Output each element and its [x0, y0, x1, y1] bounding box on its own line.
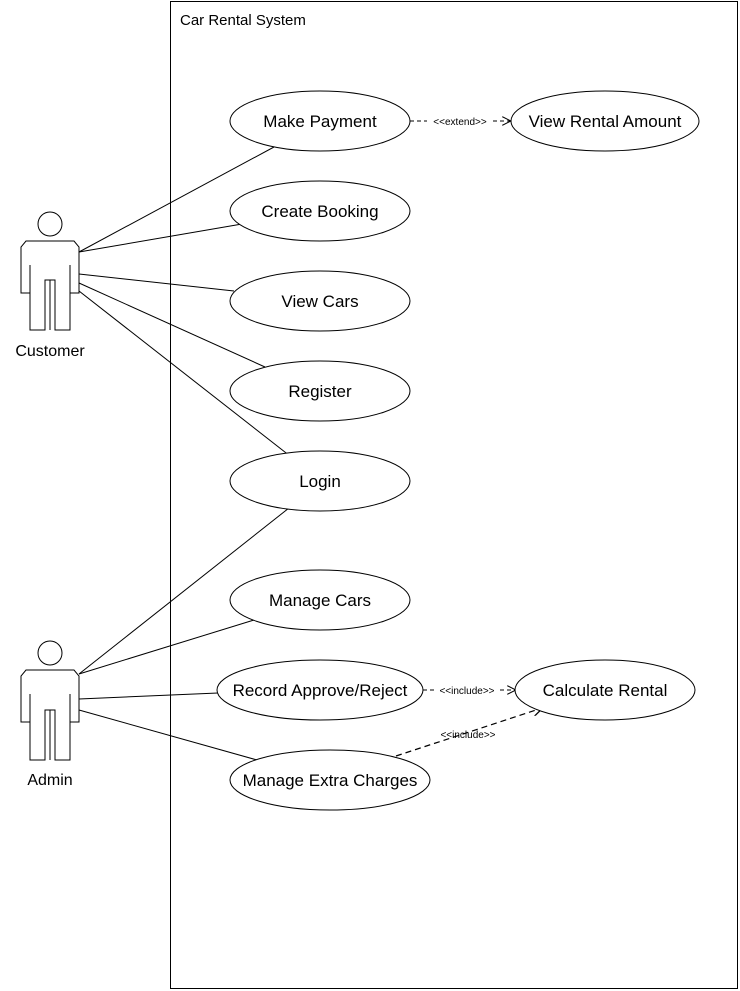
- admin-associations: [78, 507, 290, 761]
- assoc-customer-view-cars: [78, 273, 235, 292]
- system-title: Car Rental System: [180, 12, 306, 29]
- use-case-view-cars[interactable]: View Cars: [229, 270, 411, 332]
- customer-associations: [78, 146, 291, 457]
- use-case-register[interactable]: Register: [229, 360, 411, 422]
- actor-admin-label: Admin: [27, 772, 72, 789]
- use-case-label: View Rental Amount: [529, 112, 682, 131]
- use-case-login[interactable]: Login: [229, 450, 411, 512]
- use-case-label: Manage Extra Charges: [243, 771, 418, 790]
- assoc-customer-create-booking: [78, 223, 243, 253]
- use-case-calculate-rental[interactable]: Calculate Rental: [514, 659, 696, 721]
- use-case-label: Record Approve/Reject: [233, 681, 408, 700]
- assoc-admin-manage-cars: [78, 619, 255, 675]
- actor-customer-label: Customer: [15, 343, 85, 360]
- include-label-2: <<include>>: [440, 730, 495, 741]
- use-case-create-booking[interactable]: Create Booking: [229, 180, 411, 242]
- actor-admin[interactable]: Admin: [20, 640, 80, 789]
- assoc-customer-register: [78, 282, 266, 368]
- use-case-label: Register: [288, 382, 352, 401]
- use-case-view-rental-amount[interactable]: View Rental Amount: [510, 90, 700, 152]
- actor-customer-icon: [20, 211, 80, 331]
- use-case-label: Login: [299, 472, 341, 491]
- assoc-admin-record-approve: [78, 692, 219, 700]
- assoc-admin-manage-extra: [78, 709, 258, 761]
- include-line-2: [395, 708, 542, 757]
- actor-customer[interactable]: Customer: [15, 211, 85, 360]
- extend-label: <<extend>>: [433, 117, 487, 128]
- actor-admin-icon: [20, 640, 80, 761]
- use-case-manage-cars[interactable]: Manage Cars: [229, 569, 411, 631]
- assoc-customer-login: [78, 290, 291, 457]
- use-case-label: View Cars: [281, 292, 358, 311]
- assoc-admin-login: [78, 507, 290, 675]
- use-case-record-approve-reject[interactable]: Record Approve/Reject: [216, 659, 424, 721]
- use-case-manage-extra-charges[interactable]: Manage Extra Charges: [229, 749, 431, 811]
- use-case-label: Calculate Rental: [543, 681, 668, 700]
- use-case-label: Manage Cars: [269, 591, 371, 610]
- dependencies: <<extend>> <<include>> <<include>>: [395, 117, 542, 757]
- include-label-1: <<include>>: [439, 686, 494, 697]
- use-case-label: Make Payment: [263, 112, 377, 131]
- use-case-label: Create Booking: [261, 202, 378, 221]
- use-case-make-payment[interactable]: Make Payment: [229, 90, 411, 152]
- assoc-customer-make-payment: [78, 146, 275, 253]
